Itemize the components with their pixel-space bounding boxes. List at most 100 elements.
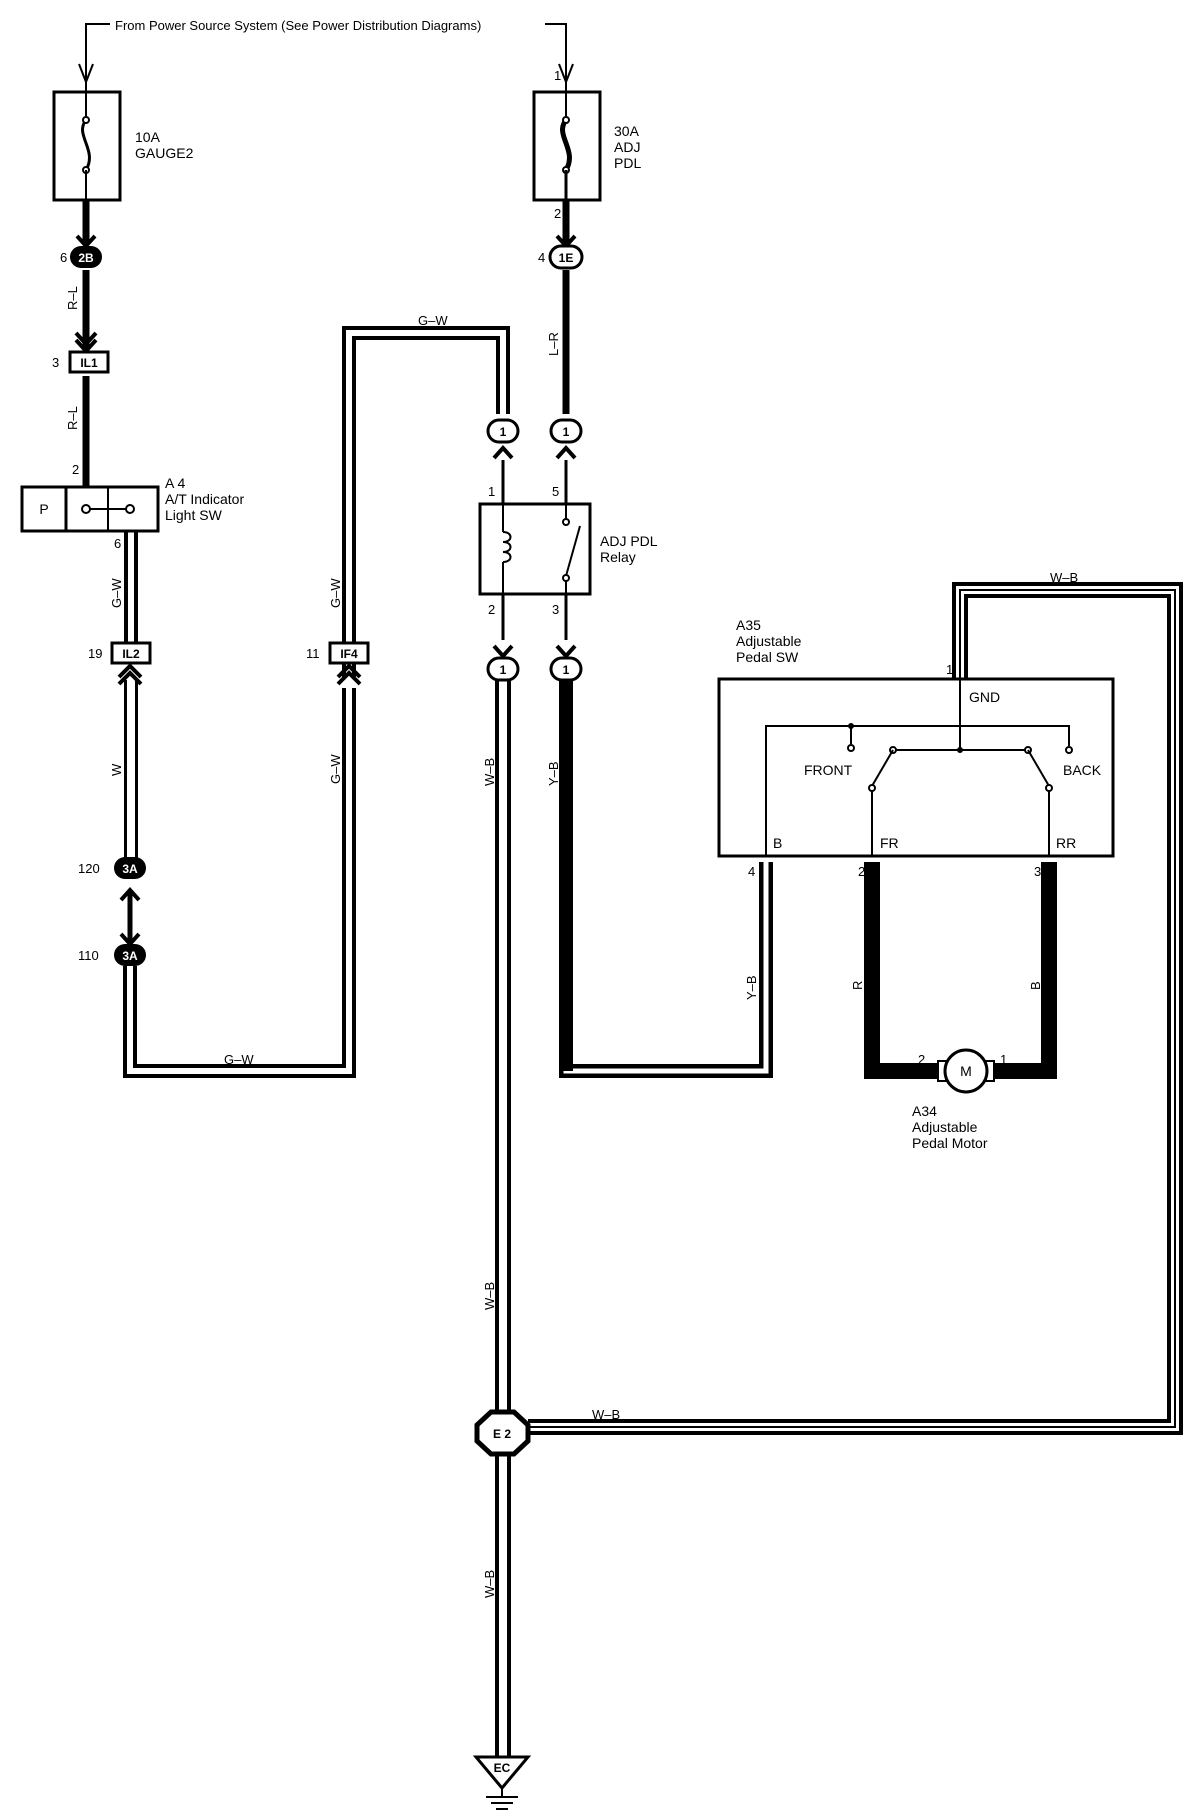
connector-pin: 120 [78, 861, 100, 876]
a35-fr: FR [880, 835, 899, 851]
a34-pedal-motor: M 2 1 A34 Adjustable Pedal Motor [912, 1048, 1007, 1151]
arrow-up-icon [117, 663, 143, 679]
ground-junction-e2: E 2 [474, 1409, 531, 1457]
a34-name: Adjustable [912, 1119, 978, 1135]
wire-wb-main [495, 680, 511, 1778]
motor-label: M [960, 1063, 972, 1079]
connector-label: 3A [122, 862, 138, 876]
connector-pin: 6 [60, 250, 67, 265]
connector-label: IF4 [340, 647, 358, 661]
wire-label: W–B [592, 1407, 620, 1422]
wire-label: W–B [482, 1282, 497, 1310]
a35-pin: 3 [1034, 864, 1041, 879]
a34-pin: 1 [1000, 1052, 1007, 1067]
ec-label: EC [494, 1761, 511, 1775]
wire-label: G–W [328, 578, 343, 608]
wire-b [990, 862, 1057, 1079]
relay-switch-icon [565, 525, 581, 577]
wire-label: G–W [109, 578, 124, 608]
wire-gw-loop [342, 326, 510, 677]
fuse-icon [81, 119, 91, 171]
wire-label: R–L [65, 286, 80, 310]
relay-name: Relay [600, 549, 636, 565]
a35-back: BACK [1063, 762, 1102, 778]
wire-label: R [850, 981, 865, 990]
a35-b: B [773, 835, 782, 851]
a35-name: Pedal SW [736, 649, 799, 665]
connector-pin: 4 [538, 250, 545, 265]
connector-1e: 1E 4 [538, 234, 584, 270]
a35-pin: 2 [858, 864, 865, 879]
connector-label: IL1 [80, 356, 98, 370]
a35-pedal-switch: A35 Adjustable Pedal SW 1 GND FRONT BACK… [717, 617, 1115, 879]
wire-label: Y–B [744, 975, 759, 1000]
a35-pin: 4 [748, 864, 755, 879]
wire-label: G–W [418, 313, 448, 328]
fuse-gauge2: 10A GAUGE2 [52, 82, 194, 202]
a35-pin: 1 [946, 662, 953, 677]
fuse-icon [560, 118, 572, 172]
connector-label: IL2 [122, 647, 140, 661]
fuse-amp: 10A [135, 129, 161, 145]
wire-label: Y–B [546, 761, 561, 786]
wire-label: G–W [224, 1052, 254, 1067]
fuse-name: GAUGE2 [135, 145, 194, 161]
relay-name: ADJ PDL [600, 533, 658, 549]
arrow-up-icon [492, 445, 514, 460]
wire-label: W [109, 763, 124, 776]
wire-labels: R–L R–L G–W W G–W G–W G–W G–W L–R W–B Y–… [65, 286, 1078, 1598]
connector-label: 3A [122, 949, 138, 963]
connector-pin: 19 [88, 646, 102, 661]
a35-name: Adjustable [736, 633, 802, 649]
connector-relay-out-left: 1 [486, 644, 520, 682]
switch-contact-icon [871, 749, 894, 787]
a4-p-label: P [39, 501, 48, 517]
connector-3a-top: 3A 120 [78, 857, 146, 902]
a4-indicator-switch: P 2 6 A 4 A/T Indicator Light SW [20, 462, 244, 551]
switch-contact-icon [1027, 749, 1050, 787]
arrow-down-icon [555, 644, 577, 659]
wire-label: R–L [65, 406, 80, 430]
a35-code: A35 [736, 617, 761, 633]
a4-pin-bottom: 6 [114, 536, 121, 551]
connector-relay-in-right: 1 [549, 418, 583, 460]
connector-if4: IF4 11 [306, 641, 370, 686]
a35-gnd: GND [969, 689, 1000, 705]
a34-name: Pedal Motor [912, 1135, 988, 1151]
fuse-adj-pdl: 1 2 30A ADJ PDL [532, 68, 641, 221]
wire-label: W–B [482, 758, 497, 786]
relay-pin: 3 [552, 602, 559, 617]
fuse-pin-bottom: 2 [554, 206, 561, 221]
fuse-pin-top: 1 [554, 68, 561, 83]
wire-yb [559, 680, 773, 1078]
fuse-amp: 30A [614, 123, 640, 139]
power-source-header: From Power Source System (See Power Dist… [78, 18, 574, 85]
connector-label: 1 [563, 663, 570, 677]
a4-name: Light SW [165, 507, 223, 523]
relay-coil-icon [502, 531, 512, 563]
fuse-name: PDL [614, 155, 641, 171]
a34-code: A34 [912, 1103, 937, 1119]
connector-il1: IL1 3 [52, 331, 110, 374]
connector-label: 1 [500, 425, 507, 439]
arrow-up-icon [119, 887, 141, 902]
connector-3a-bottom: 3A 110 [78, 932, 146, 966]
wire-gw-a4 [124, 531, 138, 643]
connector-pin: 11 [306, 646, 320, 661]
wire-label: W–B [482, 1570, 497, 1598]
arrow-up-icon [555, 445, 577, 460]
connector-label: 1 [500, 663, 507, 677]
relay-pin: 2 [488, 602, 495, 617]
arrow-down-icon [492, 644, 514, 659]
a4-code: A 4 [165, 475, 185, 491]
a35-front: FRONT [804, 762, 853, 778]
fuse-name: ADJ [614, 139, 640, 155]
connector-label: 1 [563, 425, 570, 439]
connector-pin: 3 [52, 355, 59, 370]
connector-label: 1E [559, 251, 574, 265]
wire-label: L–R [546, 332, 561, 356]
power-source-text: From Power Source System (See Power Dist… [115, 18, 481, 33]
connector-pin: 110 [78, 948, 99, 963]
wire-r [864, 862, 942, 1079]
